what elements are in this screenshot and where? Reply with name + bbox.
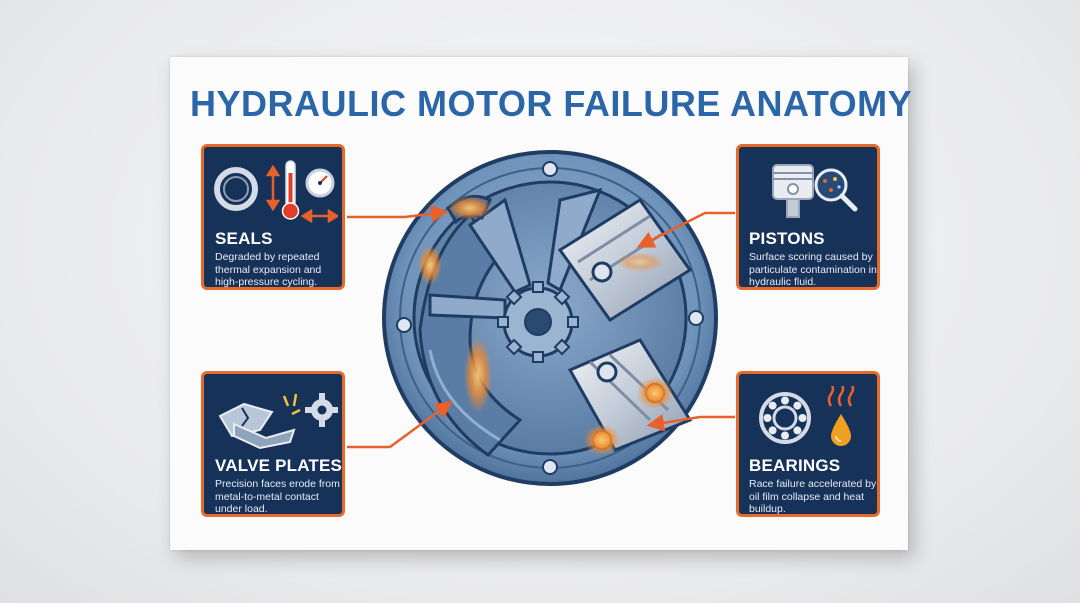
seals-card: SEALS Degraded by repeated thermal expan…: [201, 144, 345, 290]
magnifier-contamination-icon: [814, 168, 858, 212]
pistons-card: PISTONS Surface scoring caused by partic…: [736, 144, 880, 290]
component-description: Degraded by repeated thermal expansion a…: [215, 251, 322, 288]
bearings-card: BEARINGS Race failure accelerated by oil…: [736, 371, 880, 517]
component-name: BEARINGS: [749, 456, 841, 475]
o-ring-icon: [214, 167, 258, 211]
page-title: HYDRAULIC MOTOR FAILURE ANATOMY: [190, 83, 913, 124]
component-description: Surface scoring caused by particulate co…: [749, 251, 877, 288]
piston-icon: [772, 164, 814, 218]
component-description: Race failure accelerated by oil film col…: [749, 478, 877, 515]
thermometer-icon: [281, 160, 300, 220]
valve-plates-card: VALVE PLATES Precision faces erode from …: [201, 371, 345, 517]
component-name: SEALS: [215, 229, 273, 248]
heat-waves-icon: [827, 386, 855, 407]
horizontal-arrows-icon: [300, 208, 338, 224]
spark-icon: [282, 393, 301, 416]
vertical-arrows-icon: [265, 164, 281, 212]
pressure-gauge-icon: [305, 168, 335, 198]
ball-bearing-icon: [759, 392, 811, 444]
component-description: Precision faces erode from metal-to-meta…: [215, 478, 340, 515]
cracked-plate-icon: [218, 402, 296, 450]
gear-icon: [305, 393, 338, 427]
component-name: VALVE PLATES: [215, 456, 343, 475]
oil-drop-icon: [831, 414, 851, 446]
component-name: PISTONS: [749, 229, 825, 248]
